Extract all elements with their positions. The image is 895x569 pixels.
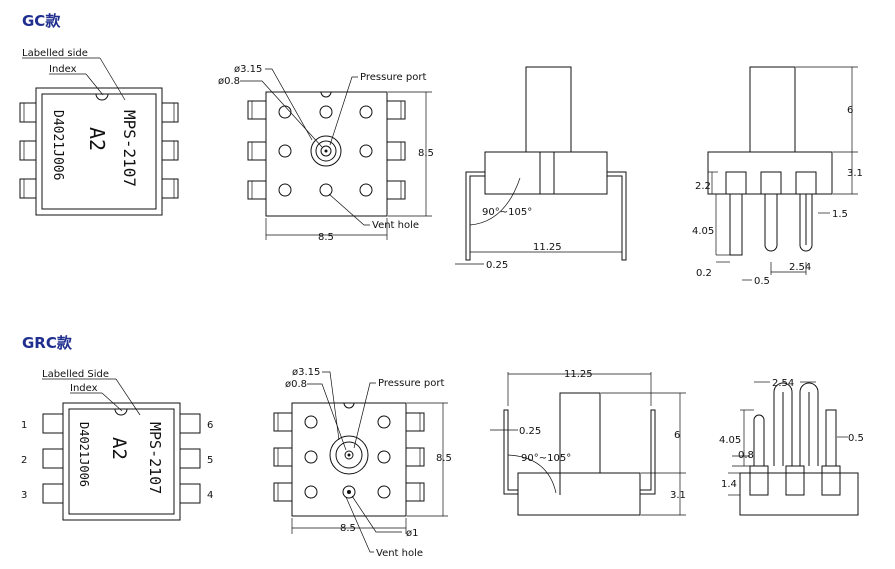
gc-dia-inner-label: ø0.8 bbox=[218, 76, 240, 87]
grc-dim-0-8: 0.8 bbox=[738, 450, 754, 461]
grc-lead-thickness-dim: 0.25 bbox=[519, 426, 541, 437]
gc-dia-outer-label: ø3.15 bbox=[234, 64, 262, 75]
grc-length-dim: 11.25 bbox=[564, 369, 593, 380]
gc-pitch-dim: 2.54 bbox=[789, 262, 811, 273]
grc-dia-outer-label: ø3.15 bbox=[292, 367, 320, 378]
grc-dim-4-05: 4.05 bbox=[719, 435, 741, 446]
gc-lead-thickness-dim: 0.25 bbox=[486, 260, 508, 271]
grc-pin-1: 1 bbox=[21, 420, 27, 431]
grc-width-dim: 8.5 bbox=[340, 523, 356, 534]
grc-pitch-dim: 2.54 bbox=[772, 378, 794, 389]
grc-pin-6: 6 bbox=[207, 420, 213, 431]
gc-height-3-1-dim: 3.1 bbox=[847, 168, 863, 179]
grc-pin-5: 5 bbox=[207, 455, 213, 466]
grc-dim-0-5: 0.5 bbox=[848, 433, 864, 444]
gc-index-label: Index bbox=[49, 64, 77, 75]
grc-marking-rev: A2 bbox=[108, 437, 130, 460]
gc-port-view: ø3.15 ø0.8 Pressure port Vent hole 8.5 8… bbox=[218, 64, 434, 243]
gc-height-6-dim: 6 bbox=[847, 105, 853, 116]
gc-height-dim: 8.5 bbox=[418, 148, 434, 159]
grc-front-view: 2.54 4.05 0.8 1.4 0.5 bbox=[719, 378, 864, 516]
gc-pressure-port-label: Pressure port bbox=[360, 72, 426, 83]
grc-labelled-side-label: Labelled Side bbox=[42, 369, 109, 380]
gc-label-view: Labelled side Index MPS-2107 A2 D4021J00… bbox=[19, 48, 179, 216]
gc-section-title: GC款 bbox=[22, 12, 61, 30]
gc-marking-rev: A2 bbox=[85, 127, 109, 151]
grc-index-label: Index bbox=[70, 383, 98, 394]
grc-pressure-port-label: Pressure port bbox=[378, 378, 444, 389]
grc-pin-2: 2 bbox=[21, 455, 27, 466]
grc-label-view: Labelled Side Index MPS-2107 A2 D4021J00… bbox=[21, 369, 213, 521]
gc-dim-0-2: 0.2 bbox=[696, 268, 712, 279]
grc-height-6-dim: 6 bbox=[674, 430, 680, 441]
gc-marking-lot: D4021J006 bbox=[50, 110, 65, 180]
grc-port-view: ø3.15 ø0.8 Pressure port 8.5 8.5 ø1 Vent… bbox=[273, 367, 452, 559]
grc-vent-hole-label: Vent hole bbox=[376, 548, 423, 559]
grc-height-3-1-dim: 3.1 bbox=[670, 490, 686, 501]
gc-side-view: 90°~105° 11.25 0.25 bbox=[455, 66, 627, 271]
gc-dim-1-5: 1.5 bbox=[832, 209, 848, 220]
gc-marking-part: MPS-2107 bbox=[120, 110, 139, 187]
gc-angle-label: 90°~105° bbox=[482, 207, 532, 218]
grc-angle-label: 90°~105° bbox=[521, 453, 571, 464]
grc-pin-4: 4 bbox=[207, 490, 213, 501]
gc-dim-2-2: 2.2 bbox=[695, 181, 711, 192]
grc-section-title: GRC款 bbox=[22, 334, 72, 352]
grc-marking-part: MPS-2107 bbox=[146, 422, 164, 494]
gc-width-dim: 8.5 bbox=[318, 232, 334, 243]
gc-front-view: 6 3.1 2.2 4.05 0.2 1.5 2.54 0.5 bbox=[692, 66, 863, 287]
grc-pin-3: 3 bbox=[21, 490, 27, 501]
gc-vent-hole-label: Vent hole bbox=[372, 220, 419, 231]
grc-marking-lot: D4021J006 bbox=[77, 422, 91, 487]
grc-vent-dia-label: ø1 bbox=[406, 528, 418, 539]
gc-length-dim: 11.25 bbox=[533, 242, 562, 253]
grc-height-dim: 8.5 bbox=[436, 453, 452, 464]
gc-dim-0-5: 0.5 bbox=[754, 276, 770, 287]
grc-dim-1-4: 1.4 bbox=[721, 479, 737, 490]
gc-dim-4-05: 4.05 bbox=[692, 226, 714, 237]
grc-side-view: 90°~105° 11.25 0.25 6 3.1 bbox=[490, 369, 686, 516]
gc-labelled-side-label: Labelled side bbox=[22, 48, 88, 59]
grc-dia-inner-label: ø0.8 bbox=[285, 379, 307, 390]
